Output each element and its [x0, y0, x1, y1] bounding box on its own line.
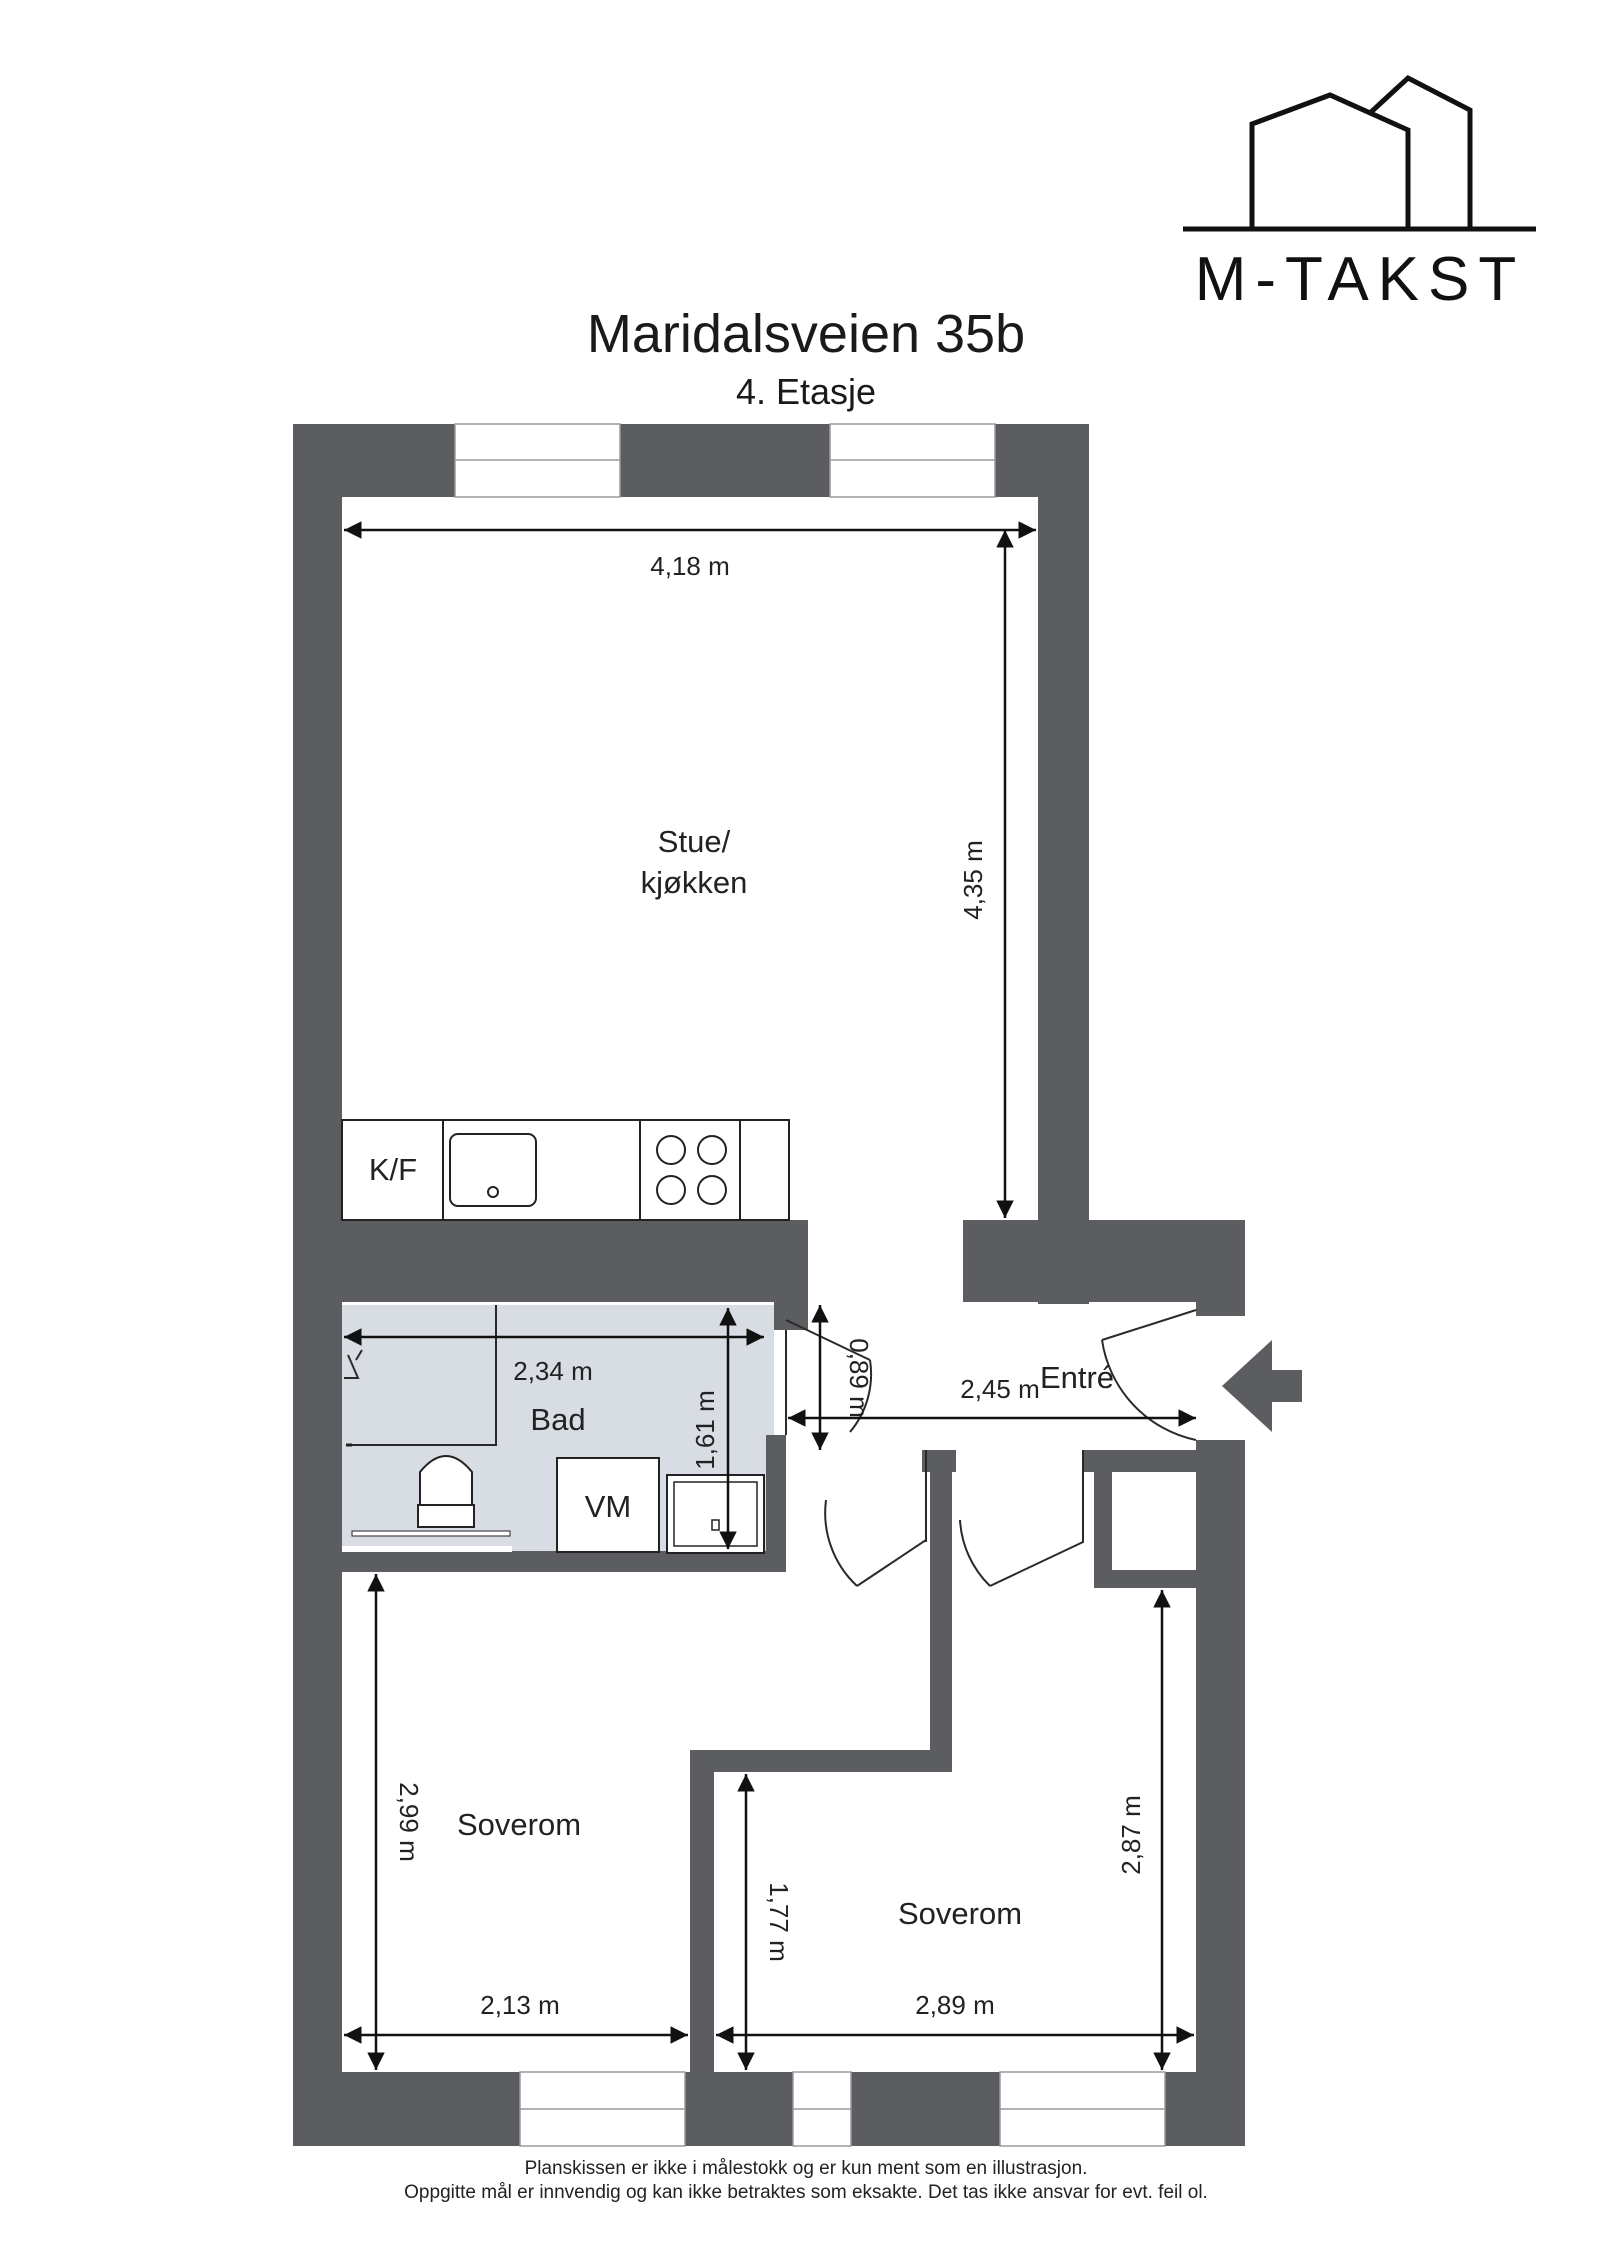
walls: [293, 424, 1245, 2146]
room-bedroom-right: Soverom: [898, 1896, 1022, 1931]
room-entry: Entré: [1040, 1360, 1114, 1395]
dimension-lines: [344, 521, 1196, 2070]
room-bedroom-left: Soverom: [457, 1807, 581, 1842]
sink-icon: [449, 1133, 537, 1207]
dim-bed-right-depth: 2,87 m: [1116, 1795, 1146, 1875]
floor-subtitle: 4. Etasje: [736, 371, 876, 412]
dim-living-width: 4,18 m: [650, 551, 730, 581]
room-living-line2: kjøkken: [641, 865, 748, 900]
room-bath: Bad: [530, 1402, 585, 1437]
dim-bed-right-width: 2,89 m: [915, 1990, 995, 2020]
washer-machine: [556, 1457, 660, 1553]
dim-bed-left-width: 2,13 m: [480, 1990, 560, 2020]
logo-house-icon: [1249, 74, 1473, 228]
page-title: Maridalsveien 35b: [587, 304, 1025, 364]
disclaimer-line-1: Planskissen er ikke i målestokk og er ku…: [525, 2158, 1088, 2179]
stove-icon: [656, 1135, 727, 1205]
dim-bath-depth: 1,61 m: [690, 1390, 720, 1470]
sink-cabinet: [666, 1474, 765, 1554]
kitchen-counter: K/F: [341, 1119, 790, 1221]
dim-living-depth: 4,35 m: [958, 840, 988, 920]
bath-fixtures: VM: [344, 1305, 765, 1554]
room-living-line1: Stue/: [658, 824, 731, 859]
dim-door-width: 0,89 m: [844, 1338, 874, 1418]
toilet-icon: [417, 1455, 475, 1528]
dim-bed-right-inner: 1,77 m: [764, 1882, 794, 1962]
shower-icon: [344, 1349, 363, 1379]
dim-entry-width: 2,45 m: [960, 1374, 1040, 1404]
logo-text: M-TAKST: [1195, 245, 1526, 314]
windows: [454, 423, 1166, 2147]
fridge-label: K/F: [369, 1152, 417, 1187]
dim-bath-width: 2,34 m: [513, 1356, 593, 1386]
disclaimer-line-2: Oppgitte mål er innvendig og kan ikke be…: [404, 2182, 1208, 2203]
washer-label: VM: [585, 1489, 632, 1524]
dim-bed-left-depth: 2,99 m: [394, 1782, 424, 1862]
entrance-arrow-icon: [1222, 1340, 1302, 1432]
company-logo: M-TAKST: [1183, 74, 1536, 314]
doors: [785, 1309, 1197, 1587]
